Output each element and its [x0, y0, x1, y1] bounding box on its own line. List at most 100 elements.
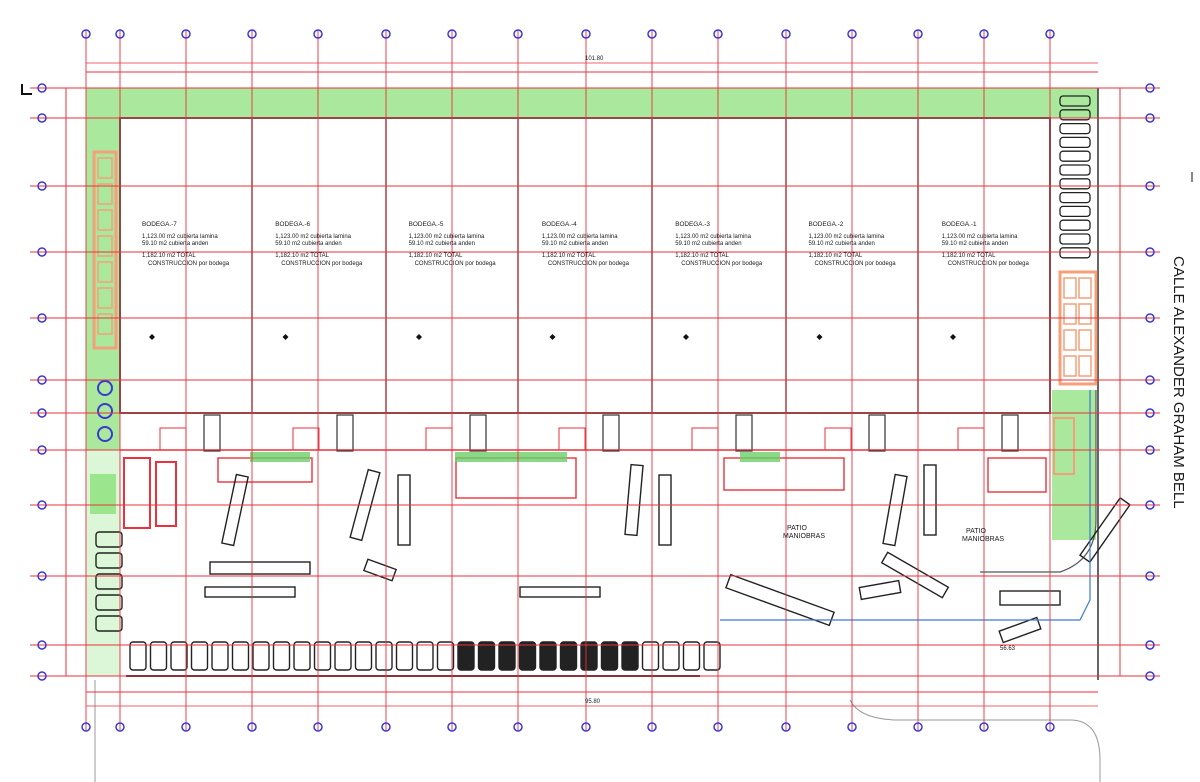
warehouse-label-text: BODEGA.-7 [142, 221, 177, 228]
parking-space [272, 641, 291, 671]
warehouse-label-text: 1,123.00 m2 cubierta lamina [409, 234, 485, 240]
warehouse-label-text: 59.10 m2 cubierta anden [275, 241, 341, 247]
grid-axis-marker-icon [115, 722, 125, 732]
unit-cluster-right [1058, 270, 1098, 386]
grid-axis-marker-icon [1045, 722, 1055, 732]
grid-axis-marker-icon [713, 29, 723, 39]
patio-label-1b: MANIOBRAS [783, 533, 825, 540]
dock-door [159, 427, 187, 451]
truck-outline [880, 551, 950, 599]
grid-axis-marker-icon [247, 29, 257, 39]
dock-leveler [868, 414, 886, 452]
truck-outline [658, 474, 672, 546]
parking-space [1059, 122, 1091, 135]
warehouse-label-text: 1,123.00 m2 cubierta lamina [809, 234, 885, 240]
grid-axis-marker-icon [313, 29, 323, 39]
dock-leveler [1001, 414, 1019, 452]
parking-space [95, 552, 123, 569]
warehouse-label-text: 1,123.00 m2 cubierta lamina [275, 234, 351, 240]
dock-leveler [336, 414, 354, 452]
parking-space [1059, 191, 1091, 204]
grid-axis-marker-icon [513, 722, 523, 732]
parking-space [1059, 247, 1091, 259]
grid-axis-marker-icon [181, 29, 191, 39]
warehouse-label-text: CONSTRUCCION por bodega [681, 261, 763, 267]
parking-space [354, 641, 373, 671]
grid-axis-marker-icon [979, 722, 989, 732]
grid-axis-marker-icon [115, 29, 125, 39]
parking-space [231, 641, 250, 671]
hydrant-icon [97, 426, 113, 442]
parking-space [621, 641, 639, 671]
parking-space [457, 641, 475, 671]
warehouse-label-text: 1,182.10 m2 TOTAL [809, 253, 863, 259]
patio-label-2: PATIO [966, 528, 987, 535]
grid-axis-marker-icon [37, 113, 47, 123]
unit-cell [1078, 277, 1092, 299]
column-marker-icon [149, 334, 155, 340]
warehouse-labels: BODEGA.-71,123.00 m2 cubierta lamina59.1… [142, 221, 1029, 267]
grid-axis-marker-icon [1145, 671, 1155, 681]
warehouse-label-text: CONSTRUCCION por bodega [415, 261, 497, 267]
parking-space [211, 641, 229, 671]
dock-leveler [602, 414, 620, 452]
grid-axis-marker-icon [1145, 500, 1155, 510]
grid-axis-marker-icon [1145, 113, 1155, 123]
dock-leveler [735, 414, 753, 452]
grid-axis-marker-icon [1145, 408, 1155, 418]
truck-outline [204, 586, 296, 598]
parking-space [252, 641, 270, 671]
grid-axis-marker-icon [1145, 313, 1155, 323]
column-marker-icon [282, 334, 289, 340]
parking-space [559, 641, 578, 671]
parking-space [580, 641, 598, 671]
parking-space [190, 641, 209, 671]
unit-cell [97, 235, 113, 257]
truck-outline [221, 473, 249, 547]
parking-space [1059, 219, 1091, 231]
truck-outline [858, 579, 902, 601]
hydrant-icon [97, 380, 113, 396]
truck-outline [923, 464, 937, 536]
parking-space [95, 615, 123, 632]
driveway-bottom [94, 680, 1101, 782]
truck-outline [882, 473, 908, 547]
truck-outline [519, 586, 601, 598]
unit-cell [1063, 277, 1077, 299]
warehouse-label-text: 59.10 m2 cubierta anden [409, 241, 475, 247]
grid-axis-marker-icon [37, 313, 47, 323]
grid-axis-marker-icon [647, 722, 657, 732]
unit-cells-right [1063, 277, 1092, 377]
unit-cell [1078, 355, 1092, 377]
truck-outline [397, 474, 411, 546]
dimension-top-label: 101.80 [585, 56, 604, 62]
parking-space [170, 641, 188, 671]
dock-green-buffer [455, 452, 567, 462]
dock-green-buffer [250, 452, 310, 462]
parking-space [293, 641, 311, 671]
grid-axis-marker-icon [447, 29, 457, 39]
dock-leveler [203, 414, 221, 452]
parking-space [477, 641, 496, 671]
grid-axis-marker-icon [979, 29, 989, 39]
column-marker-icon [950, 334, 956, 340]
grid-axis-marker-icon [447, 722, 457, 732]
warehouse-label-text: BODEGA.-1 [942, 221, 977, 228]
patio-label-1: PATIO [787, 525, 808, 532]
truck-outline [362, 558, 398, 582]
grid-axis-marker-icon [247, 722, 257, 732]
guard-house-annex [155, 461, 177, 527]
parking-space [416, 641, 434, 671]
parking-space [1059, 205, 1091, 218]
grid-axis-marker-icon [1145, 640, 1155, 650]
green-planter-left [90, 474, 116, 514]
dock-door [824, 427, 852, 451]
parking-space [1059, 109, 1091, 121]
warehouse-label-text: CONSTRUCCION por bodega [148, 261, 230, 267]
parking-space [1059, 178, 1091, 190]
warehouse-label-text: 1,182.10 m2 TOTAL [275, 253, 329, 259]
parking-space [129, 641, 147, 671]
structural-grid [30, 29, 1160, 732]
